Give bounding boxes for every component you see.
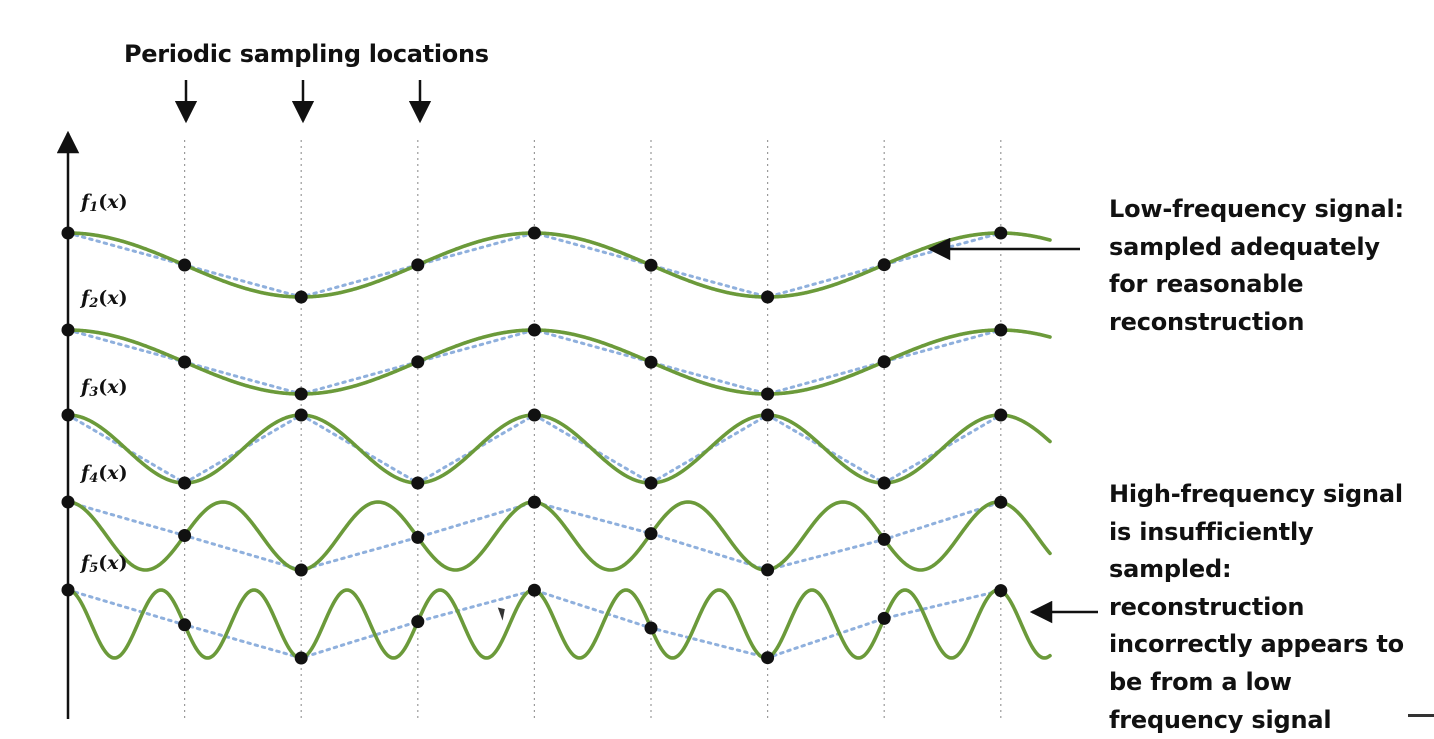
reconstruction-line-3 — [66, 413, 1003, 485]
high-note-line: sampled: — [1109, 555, 1232, 584]
sample-point — [877, 476, 891, 490]
signal-wave-3 — [66, 413, 1052, 485]
high-note-line: be from a low — [1109, 667, 1292, 696]
high-note-line: is insufficiently — [1109, 517, 1314, 546]
sample-point — [178, 618, 192, 632]
sample-point — [761, 563, 775, 577]
sample-point — [178, 258, 192, 272]
sample-point — [761, 387, 775, 401]
sample-point — [994, 495, 1008, 509]
sample-point — [294, 408, 308, 422]
sample-point — [644, 527, 658, 541]
low-note-line: sampled adequately — [1109, 232, 1380, 261]
annotation-arrows — [56, 80, 1098, 719]
sample-points — [61, 226, 1008, 665]
low-note-line: for reasonable — [1109, 270, 1304, 299]
sample-point — [178, 476, 192, 490]
low-note-line: Low-frequency signal: — [1109, 195, 1404, 223]
sample-point — [294, 651, 308, 665]
sample-point — [527, 323, 541, 337]
sample-point — [178, 355, 192, 369]
signal-wave-2 — [66, 328, 1052, 396]
sample-point — [877, 355, 891, 369]
edge-mark — [1408, 714, 1434, 717]
sample-point — [761, 290, 775, 304]
signal-label-f1: f1(x) — [81, 191, 128, 215]
sample-point — [644, 476, 658, 490]
signal-wave-1 — [66, 231, 1052, 299]
sample-point — [294, 387, 308, 401]
high-note-line: frequency signal — [1109, 705, 1332, 734]
sample-point — [994, 584, 1008, 598]
signal-wave-5 — [66, 588, 1052, 660]
sample-point — [294, 290, 308, 304]
sample-point — [411, 355, 425, 369]
sampling-diagram — [56, 80, 1098, 719]
high-note-line: High-frequency signal — [1109, 480, 1403, 508]
sample-point — [294, 563, 308, 577]
sample-point — [994, 226, 1008, 240]
sample-point — [761, 408, 775, 422]
signal-label-f5: f5(x) — [81, 552, 128, 576]
sample-point — [411, 476, 425, 490]
reconstruction-line-4 — [66, 500, 1003, 572]
sample-point — [527, 408, 541, 422]
high-note-line: reconstruction — [1109, 592, 1305, 621]
high-frequency-note: High-frequency signal is insufficiently … — [1109, 476, 1404, 739]
periodic-sampling-title: Periodic sampling locations — [124, 40, 489, 68]
sample-point — [644, 258, 658, 272]
sample-point — [644, 621, 658, 635]
sample-point — [411, 530, 425, 544]
signal-wave-4 — [66, 500, 1052, 572]
sample-point — [527, 226, 541, 240]
low-frequency-note: Low-frequency signal: sampled adequately… — [1109, 191, 1404, 341]
sample-point — [527, 583, 541, 597]
high-note-line: incorrectly appears to — [1109, 630, 1404, 659]
sample-point — [411, 615, 425, 629]
signal-label-f3: f3(x) — [81, 376, 128, 400]
sample-point — [411, 258, 425, 272]
sample-point — [644, 355, 658, 369]
signal-label-f2: f2(x) — [81, 287, 128, 311]
sample-point — [527, 495, 541, 509]
sample-point — [994, 408, 1008, 422]
sample-point — [877, 611, 891, 625]
reconstruction-line-5 — [66, 588, 1003, 660]
sample-point — [994, 323, 1008, 337]
low-note-line: reconstruction — [1109, 307, 1305, 336]
signal-label-f4: f4(x) — [81, 462, 128, 486]
sample-point — [178, 529, 192, 542]
sample-point — [761, 651, 775, 665]
signal-waves — [66, 231, 1052, 660]
sample-point — [877, 532, 891, 546]
sample-point — [877, 258, 891, 272]
